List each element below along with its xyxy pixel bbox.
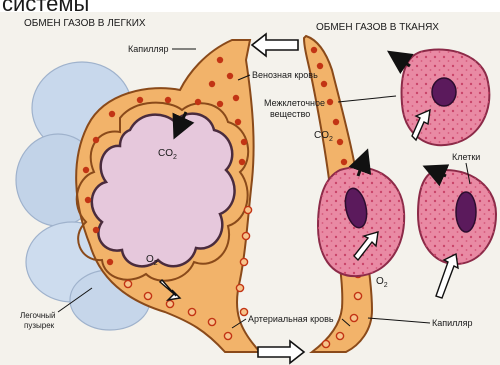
venous-flow-arrow (252, 34, 298, 56)
nucleus-right (456, 192, 476, 232)
arterial-flow-arrow (258, 341, 304, 363)
intercellular-label-2: вещество (270, 109, 310, 119)
co2-arrow-top-cell (392, 54, 410, 66)
venous-blood-label: Венозная кровь (252, 70, 318, 80)
tissue-cell-middle (318, 167, 404, 276)
o2-tissue-label: O2 (376, 276, 388, 289)
top-text-fragment: системы (2, 0, 89, 16)
nucleus-top (432, 78, 456, 106)
intercellular-leader (338, 96, 396, 102)
heading-lungs: ОБМЕН ГАЗОВ В ЛЕГКИХ (24, 18, 146, 29)
tissue-cell-right (418, 170, 496, 264)
capillary-top-label: Капилляр (128, 44, 169, 54)
capillary-bottom-leader (368, 318, 430, 323)
capillary-bottom-label: Капилляр (432, 318, 473, 328)
intercellular-label-1: Межклеточное (264, 98, 325, 108)
cells-label: Клетки (452, 152, 480, 162)
alveolus-label-1: Легочный (20, 311, 56, 320)
heading-tissues: ОБМЕН ГАЗОВ В ТКАНЯХ (316, 22, 439, 33)
alveolus-label-2: пузырек (24, 321, 55, 330)
arterial-blood-label: Артериальная кровь (248, 314, 334, 324)
